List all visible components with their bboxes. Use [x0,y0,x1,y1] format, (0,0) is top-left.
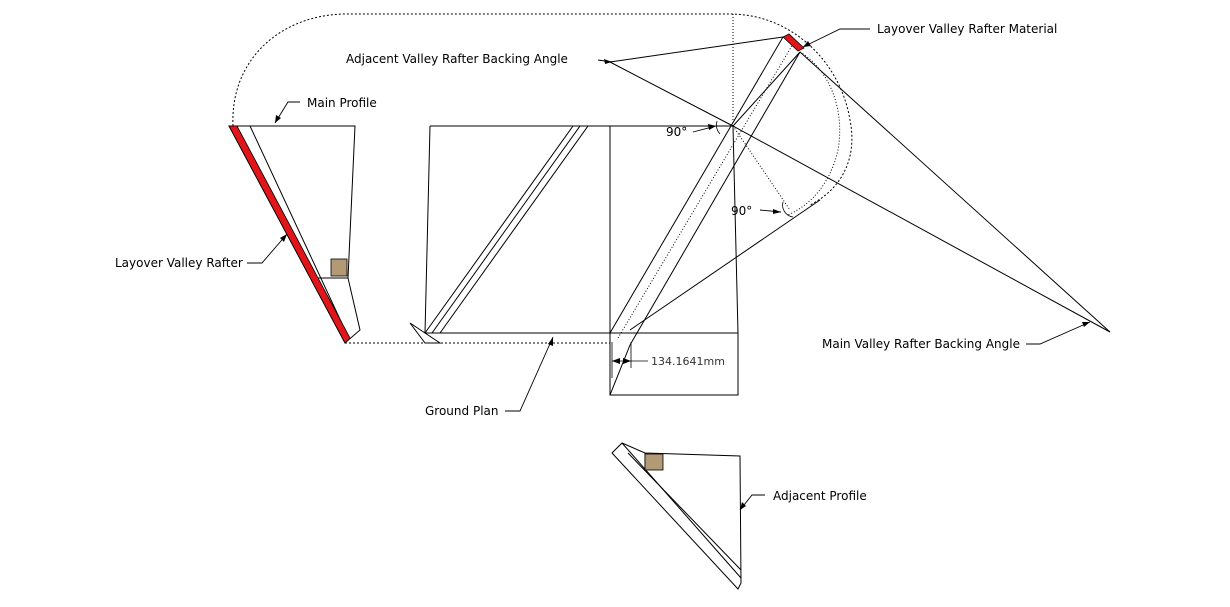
rafter-centerline [617,43,794,339]
arrowhead-adjacent-profile [740,502,746,510]
plan-corner-tip [409,322,442,344]
lower-angle-arc [782,201,794,218]
rafter-edge-1 [609,36,784,334]
layover-material-red [782,33,805,52]
arrowhead-layover-material [803,41,811,47]
plan-valley-line-3 [439,125,589,334]
arrowhead-layover-rafter [280,234,287,242]
leader-ground-plan [505,336,554,412]
angle-label-upper: 90° [666,125,687,139]
plan-valley-line-2 [431,125,581,334]
leader-lines [247,28,1091,511]
dimension-value: 134.1641mm [651,355,725,368]
adj-to-material [732,51,801,127]
label-adjacent-backing: Adjacent Valley Rafter Backing Angle [346,52,568,66]
label-main-backing: Main Valley Rafter Backing Angle [822,337,1020,351]
ground-plan-left-box [424,125,611,334]
arrowhead-ground-plan [548,337,553,346]
adjacent-profile [611,442,742,590]
adjacent-inner-2 [627,452,742,571]
ground-plan-right-box [609,125,739,334]
label-layover-material: Layover Valley Rafter Material [877,22,1057,36]
main-profile [228,125,361,344]
leader-main-profile [274,101,300,124]
diag-dotted [732,125,791,211]
main-backing-top [799,51,1111,333]
label-main-profile: Main Profile [307,96,377,110]
main-profile-block [330,258,348,277]
rafter-edge-2 [629,51,801,346]
adjacent-inner-1 [621,442,742,579]
adj-backing-top [609,36,784,63]
leader-adjacent-profile [739,494,765,511]
arrowhead-main-backing [1082,322,1090,327]
main-profile-inner-edge [249,125,346,331]
layover-valley-rafter-red [228,125,351,344]
adjacent-profile-block [644,453,664,471]
dimension-callout: 134.1641mm [611,342,725,378]
ground-plan-lower-box [609,332,739,396]
label-ground-plan: Ground Plan [425,404,498,418]
dashed-swing-arc [232,13,853,206]
label-adjacent-profile: Adjacent Profile [773,489,867,503]
leader-layover-rafter [247,233,288,264]
arrowhead-angle-lower [773,209,781,214]
upper-angle-arc [716,120,721,135]
arrowhead-main-profile [275,115,281,123]
angle-label-lower: 90° [731,204,752,218]
leader-layover-material [802,28,870,48]
plan-valley-line-1 [424,125,574,334]
label-layover-rafter: Layover Valley Rafter [115,256,243,270]
arrowhead-angle-upper [708,124,716,130]
dimension-arrow-left [612,358,620,364]
ground-plan [409,125,739,396]
rafter-to-arc-line [629,199,821,331]
adj-backing-bottom [609,61,734,127]
valley-rafter-geometry [609,14,1111,396]
dotted-inner-arc [787,51,841,216]
rafter-foot [609,344,631,396]
arrowhead-adjacent-backing [604,59,612,64]
dimension-arrow-right [623,358,631,364]
adjacent-profile-outline [611,442,742,590]
leader-main-backing [1026,321,1091,345]
main-backing-bottom [732,125,1111,333]
